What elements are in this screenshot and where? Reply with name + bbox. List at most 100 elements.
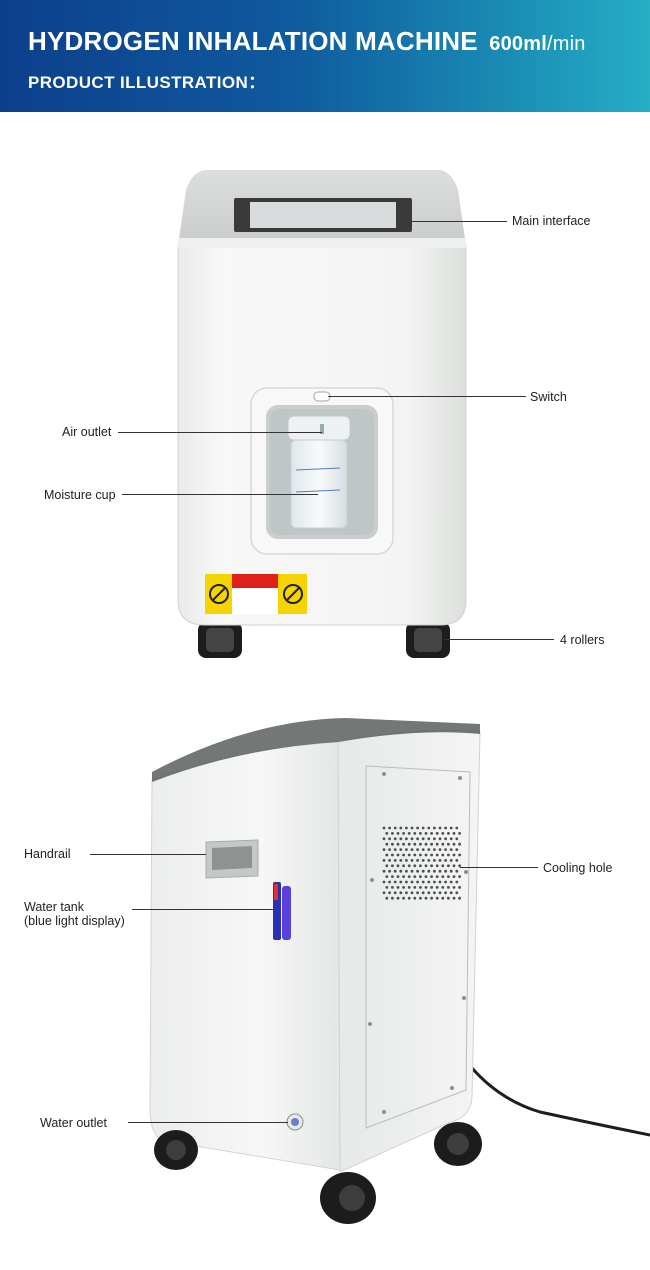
cooling-hole-dot <box>393 859 397 862</box>
cooling-hole-dot <box>396 864 400 868</box>
cooling-hole-dot <box>427 826 431 830</box>
cooling-hole-dot <box>452 896 456 900</box>
cooling-hole-dot <box>435 853 439 857</box>
cooling-hole-dot <box>438 880 442 884</box>
page-title: HYDROGEN INHALATION MACHINE 600ml/min <box>28 26 586 57</box>
cooling-hole-dot <box>438 869 442 873</box>
cooling-hole-dot <box>385 875 389 878</box>
cooling-hole-dot <box>416 859 419 862</box>
warning-label <box>205 574 307 614</box>
cooling-hole-dot <box>385 842 389 846</box>
cooling-hole-dot <box>419 864 422 868</box>
cooling-hole-dot <box>382 891 386 895</box>
cooling-hole-dot <box>391 886 394 889</box>
front-right-roller <box>406 622 450 658</box>
cooling-hole-dot <box>427 869 431 873</box>
handrail-label: Handrail <box>24 847 71 861</box>
cooling-hole-dot <box>421 859 425 862</box>
water-outlet-label: Water outlet <box>40 1116 107 1130</box>
main-interface-leader <box>412 221 507 222</box>
cooling-hole-dot <box>391 842 394 846</box>
front-view-machine <box>177 170 467 658</box>
cooling-hole-dot <box>399 869 403 873</box>
cooling-hole-dot <box>427 880 431 884</box>
water-tank-blue-light <box>273 882 291 940</box>
cooling-hole-dot <box>430 864 433 868</box>
cooling-hole-dot <box>458 842 461 846</box>
cooling-hole-dot <box>449 869 453 873</box>
cooling-hole-dot <box>447 896 450 900</box>
cooling-hole-dot <box>421 848 425 851</box>
cooling-hole-dot <box>455 848 459 851</box>
cooling-hole-dot <box>435 886 439 889</box>
cooling-hole-dot <box>407 896 411 900</box>
cooling-hole-dot <box>424 853 428 857</box>
cooling-hole-dot <box>388 880 391 884</box>
air-outlet-leader <box>118 432 322 433</box>
moisture-cup-leader <box>122 494 318 495</box>
cooling-hole-dot <box>430 886 433 889</box>
cooling-hole-dot <box>410 869 414 873</box>
cooling-hole-dot <box>388 859 391 862</box>
cooling-hole-dot <box>424 842 428 846</box>
cooling-hole-dot <box>399 848 403 851</box>
front-left-roller <box>198 622 242 658</box>
cooling-hole-dot <box>396 886 400 889</box>
rear-right-roller <box>434 1122 482 1166</box>
cooling-hole-dot <box>430 896 433 900</box>
cooling-hole-dot <box>433 891 436 895</box>
rear-center-roller <box>320 1172 376 1224</box>
cooling-hole-dot <box>413 864 417 868</box>
cooling-hole-dot <box>413 875 417 878</box>
cooling-hole-dot <box>452 886 456 889</box>
cooling-hole-dot <box>427 837 431 841</box>
cooling-hole-dot <box>449 848 453 851</box>
cooling-hole-dot <box>407 864 411 868</box>
cooling-hole-dot <box>435 896 439 900</box>
cooling-hole-label: Cooling hole <box>543 861 613 875</box>
cooling-hole-dot <box>427 891 431 895</box>
cooling-hole-dot <box>399 826 403 830</box>
cooling-hole-dot <box>435 864 439 868</box>
cooling-hole-dot <box>399 837 403 841</box>
cooling-hole-dot <box>413 886 417 889</box>
cooling-hole-dot <box>441 853 445 857</box>
cooling-hole-dot <box>421 869 425 873</box>
cooling-hole-dot <box>452 875 456 878</box>
cooling-hole-dot <box>435 832 439 835</box>
back-view-machine <box>149 718 650 1224</box>
cooling-hole-dot <box>405 837 408 841</box>
water-outlet-port[interactable] <box>286 1113 304 1131</box>
water-tank-leader <box>132 909 276 910</box>
cooling-hole-dot <box>421 826 425 830</box>
cooling-hole-dot <box>433 880 436 884</box>
cooling-hole-dot <box>393 826 397 830</box>
cooling-hole-dot <box>407 853 411 857</box>
cooling-hole-dot <box>452 832 456 835</box>
cooling-hole-dot <box>393 891 397 895</box>
cooling-hole-dot <box>433 869 436 873</box>
cooling-hole-dot <box>421 891 425 895</box>
cooling-hole-dot <box>441 875 445 878</box>
handrail-recess[interactable] <box>205 839 259 879</box>
cooling-hole-dot <box>402 886 405 889</box>
cooling-hole-dot <box>419 853 422 857</box>
cooling-hole-dot <box>433 848 436 851</box>
cooling-hole-dot <box>388 891 391 895</box>
cooling-hole-dot <box>419 842 422 846</box>
cooling-hole-dot <box>402 875 405 878</box>
cooling-hole-dot <box>385 853 389 857</box>
moisture-cup-label: Moisture cup <box>44 488 116 502</box>
power-cord <box>470 1067 650 1137</box>
cooling-hole-dot <box>399 880 403 884</box>
cooling-hole-dot <box>449 859 453 862</box>
cooling-hole-dot <box>402 832 405 835</box>
cooling-hole-dot <box>449 837 453 841</box>
cooling-hole-dot <box>382 859 386 862</box>
cooling-hole-dot <box>410 826 414 830</box>
cooling-hole-dot <box>455 891 459 895</box>
rollers-label: 4 rollers <box>560 633 605 647</box>
cooling-hole-dot <box>407 875 411 878</box>
cooling-hole-dot <box>416 848 419 851</box>
cooling-hole-dot <box>391 875 394 878</box>
